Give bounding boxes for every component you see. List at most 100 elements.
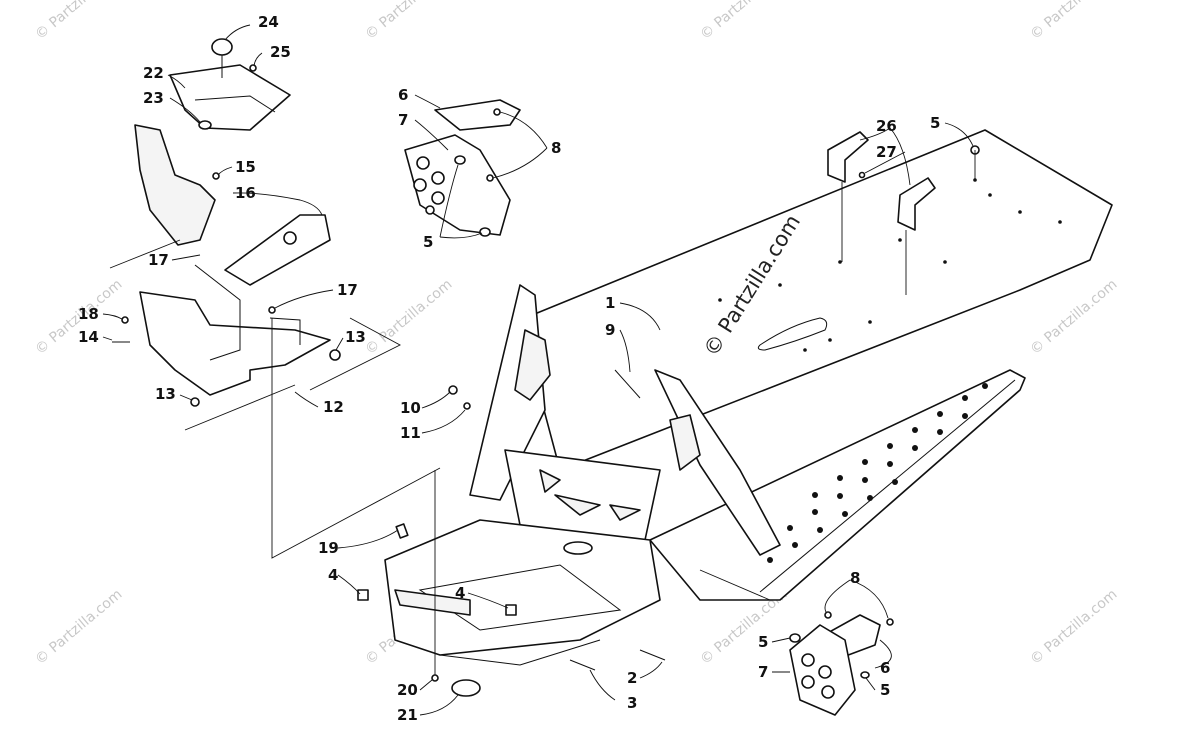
callout-8: 8 xyxy=(850,569,860,587)
callout-11: 11 xyxy=(400,424,421,442)
mount-plate-12 xyxy=(139,291,331,396)
callout-5: 5 xyxy=(423,233,433,251)
watermark: © Partzilla.com xyxy=(362,0,455,43)
callout-21: 21 xyxy=(397,706,418,724)
callout-12: 12 xyxy=(323,398,344,416)
front-bumper-plate xyxy=(394,589,471,616)
clip-5 xyxy=(479,227,491,237)
callout-7: 7 xyxy=(758,663,768,681)
rivet-25 xyxy=(249,64,257,72)
screw-8 xyxy=(486,174,494,182)
screw-8 xyxy=(493,108,501,116)
nut-10 xyxy=(448,385,458,395)
callout-4: 4 xyxy=(328,566,338,584)
callout-8: 8 xyxy=(551,139,561,157)
rivet-20 xyxy=(431,674,439,682)
guard-hole xyxy=(431,171,445,185)
clip-5 xyxy=(789,633,801,643)
fasteners xyxy=(357,369,666,697)
running-board-holes xyxy=(767,383,988,563)
plane-outline xyxy=(309,317,401,391)
bulkhead-vent-center xyxy=(554,494,601,516)
screw-18 xyxy=(121,316,129,324)
rear-bracket-assembly xyxy=(827,131,980,295)
callout-1: 1 xyxy=(605,294,615,312)
callout-15: 15 xyxy=(235,158,256,176)
callout-6: 6 xyxy=(880,659,890,677)
callout-4: 4 xyxy=(455,584,465,602)
upper-guard-assembly xyxy=(404,99,521,237)
bracket-26 xyxy=(827,131,869,183)
callout-23: 23 xyxy=(143,89,164,107)
watermark: © Partzilla.com xyxy=(32,0,125,43)
front-bulkhead-assembly xyxy=(109,38,441,675)
callout-17: 17 xyxy=(337,281,358,299)
callout-20: 20 xyxy=(397,681,418,699)
bulkhead-left-cutout xyxy=(514,329,551,401)
nut-17 xyxy=(268,306,276,314)
bulkhead-vent-right xyxy=(609,504,641,521)
callout-14: 14 xyxy=(78,328,99,346)
guard-hole xyxy=(821,685,835,699)
bulkhead-vent-left xyxy=(539,469,561,493)
tunnel-holes xyxy=(718,178,1062,352)
grommet-23 xyxy=(198,120,212,130)
bracket-26 xyxy=(897,177,936,231)
callout-5: 5 xyxy=(930,114,940,132)
guard-bracket-6 xyxy=(434,99,521,131)
bolt-19 xyxy=(395,523,409,539)
callout-3: 3 xyxy=(627,694,637,712)
callout-5: 5 xyxy=(758,633,768,651)
guard-hole xyxy=(431,191,445,205)
callout-22: 22 xyxy=(143,64,164,82)
callout-2: 2 xyxy=(627,669,637,687)
callout-16: 16 xyxy=(235,184,256,202)
tunnel-slot xyxy=(757,317,828,351)
bulkhead-right-cutout xyxy=(669,414,701,471)
mount-plate-12-tab xyxy=(269,317,301,345)
running-board xyxy=(649,369,1026,601)
nut-4 xyxy=(357,589,369,601)
callout-18: 18 xyxy=(78,305,99,323)
upper-bracket xyxy=(134,124,216,246)
belly-pan xyxy=(384,519,661,656)
running-board-edge xyxy=(759,379,1016,593)
watermark: © Partzilla.com xyxy=(1027,0,1120,43)
plane-outline xyxy=(109,239,181,269)
bolt-9 xyxy=(614,369,641,399)
callout-27: 27 xyxy=(876,143,897,161)
lower-guard-assembly xyxy=(789,611,894,716)
clip-5 xyxy=(860,671,870,679)
guard-hole xyxy=(413,178,427,192)
callout-26: 26 xyxy=(876,117,897,135)
guard-hole xyxy=(425,205,435,215)
callout-5: 5 xyxy=(880,681,890,699)
mount-plate-12-fold xyxy=(194,264,241,361)
callout-24: 24 xyxy=(258,13,279,31)
callout-17: 17 xyxy=(148,251,169,269)
nut-13 xyxy=(190,397,200,407)
bulkhead-round-port xyxy=(563,541,593,555)
nut-4 xyxy=(505,604,517,616)
watermark: © Partzilla.com xyxy=(1027,276,1120,358)
chassis-tunnel xyxy=(384,129,1113,666)
guard-hole xyxy=(416,156,430,170)
callout-25: 25 xyxy=(270,43,291,61)
plug-21 xyxy=(451,679,481,697)
guard-hole xyxy=(818,665,832,679)
callout-7: 7 xyxy=(398,111,408,129)
knob-24 xyxy=(211,38,233,56)
guard-hole xyxy=(801,653,815,667)
bolt-2 xyxy=(639,649,666,661)
side-bracket-16 xyxy=(224,214,331,286)
watermark: © Partzilla.com xyxy=(362,276,455,358)
callout-13: 13 xyxy=(345,328,366,346)
clip-5 xyxy=(454,155,466,165)
rivet-27 xyxy=(858,171,866,179)
assembly-leader xyxy=(271,318,441,559)
callout-9: 9 xyxy=(605,321,615,339)
watermark: © Partzilla.com xyxy=(32,586,125,668)
bolt-3 xyxy=(569,659,596,671)
guard-hole xyxy=(801,675,815,689)
